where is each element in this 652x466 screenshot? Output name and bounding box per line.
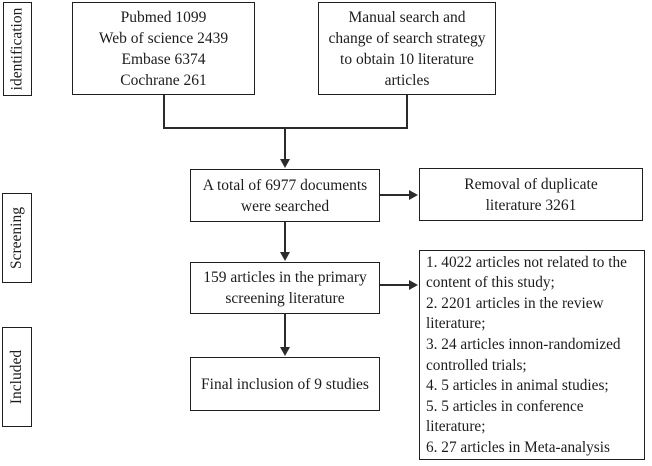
exclusion-reasons-box: 1. 4022 articles not related to the cont…	[419, 250, 645, 460]
stage-included: Included	[2, 327, 32, 427]
arrow-into-exclusion-reasons	[409, 280, 418, 290]
connector-databases-down	[163, 95, 165, 128]
exclusion-reasons-box-text: 1. 4022 articles not related to the cont…	[426, 253, 627, 456]
stage-screening: Screening	[2, 193, 32, 283]
connector-manual-down	[406, 95, 408, 128]
stage-identification-label: identification	[8, 7, 26, 91]
manual-search-box: Manual search and change of search strat…	[318, 2, 496, 95]
connector-primary-to-exclusions	[380, 284, 410, 286]
connector-total-to-primary	[284, 222, 286, 253]
databases-box: Pubmed 1099 Web of science 2439 Embase 6…	[72, 2, 255, 95]
final-inclusion-box: Final inclusion of 9 studies	[190, 357, 380, 411]
manual-search-box-text: Manual search and change of search strat…	[328, 8, 486, 89]
databases-box-text: Pubmed 1099 Web of science 2439 Embase 6…	[98, 8, 229, 89]
duplicate-removal-box: Removal of duplicate literature 3261	[419, 168, 643, 221]
arrow-into-primary-screening	[280, 252, 290, 261]
stage-included-label: Included	[8, 349, 26, 405]
duplicate-removal-box-text: Removal of duplicate literature 3261	[464, 175, 598, 214]
connector-merge-horizontal	[163, 127, 408, 129]
arrow-into-final-inclusion	[280, 347, 290, 356]
primary-screening-box-text: 159 articles in the primary screening li…	[203, 269, 367, 307]
primary-screening-box: 159 articles in the primary screening li…	[190, 262, 380, 314]
stage-identification: identification	[3, 2, 32, 96]
arrow-into-duplicate-removal	[409, 190, 418, 200]
connector-total-to-removal	[380, 194, 410, 196]
stage-screening-label: Screening	[8, 207, 26, 269]
total-searched-box: A total of 6977 documents were searched	[190, 169, 380, 222]
connector-merge-to-total	[284, 128, 286, 160]
arrow-into-total-searched	[280, 159, 290, 168]
total-searched-box-text: A total of 6977 documents were searched	[202, 176, 368, 215]
final-inclusion-box-text: Final inclusion of 9 studies	[201, 375, 369, 393]
connector-primary-to-final	[284, 313, 286, 348]
